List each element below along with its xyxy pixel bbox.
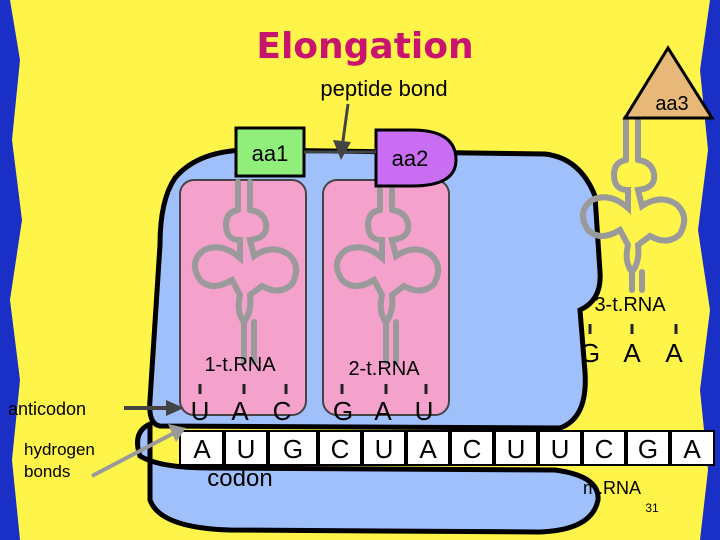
trna-3-label: 3-t.RNA [594, 294, 666, 316]
mrna-label: m.RNA [583, 478, 641, 498]
mrna-dividers [222, 431, 672, 465]
peptide-bond-arrow [340, 103, 350, 149]
mrna-base-7: C [463, 434, 482, 464]
hydrogen-bonds-arrow [91, 430, 177, 478]
slide-number: 31 [645, 501, 659, 515]
trna-1-anticodon-1: U [191, 396, 210, 426]
mrna-base-4: C [331, 434, 350, 464]
trna-1-label: 1-t.RNA [204, 354, 276, 376]
mrna-base-12: A [683, 434, 701, 464]
mrna-base-5: U [375, 434, 394, 464]
aa3-triangle [622, 45, 715, 120]
peptide-bond-label: peptide bond [320, 76, 447, 101]
trna-1-anticodon-2: A [231, 396, 249, 426]
trna-1-site [179, 179, 307, 416]
slide-title: Elongation [256, 26, 473, 67]
mrna-base-2: U [237, 434, 256, 464]
mrna-base-6: A [419, 434, 437, 464]
trna-1-anticodon-3: C [273, 396, 292, 426]
anticodon-ticks [198, 324, 678, 394]
trna-2-structure [333, 187, 442, 365]
trna-3-anticodon-1: G [580, 338, 600, 368]
trna-3-anticodon-3: A [665, 338, 683, 368]
codon-label: codon [207, 465, 272, 492]
mrna-strand [179, 430, 715, 466]
trna-2-anticodon-3: U [415, 396, 434, 426]
trna-3-structure [579, 115, 688, 293]
anticodon-arrowhead [166, 400, 184, 416]
mrna-base-10: C [595, 434, 614, 464]
hydrogen-bonds-label-line2: bonds [24, 462, 70, 481]
aa2-label: aa2 [392, 146, 429, 171]
aa3-label: aa3 [655, 93, 688, 115]
mrna-base-8: U [507, 434, 526, 464]
mrna-base-3: G [283, 434, 303, 464]
trna-1-structure [191, 179, 300, 365]
slide-left-edge [0, 0, 22, 540]
hydrogen-bonds-label-line1: hydrogen [24, 440, 95, 459]
mrna-base-1: A [193, 434, 211, 464]
mrna-base-9: U [551, 434, 570, 464]
ribosome-small-subunit [135, 420, 601, 535]
peptide-bond-arrowhead [333, 140, 351, 160]
trna-2-label: 2-t.RNA [348, 358, 420, 380]
mrna-base-11: G [638, 434, 658, 464]
aa2-shape [374, 128, 458, 188]
trna-2-anticodon-1: G [333, 396, 353, 426]
hydrogen-bonds-arrowhead [168, 424, 186, 442]
aa1-label: aa1 [252, 141, 289, 166]
trna-2-anticodon-2: A [374, 396, 392, 426]
trna-3-anticodon-2: A [623, 338, 641, 368]
slide-right-edge [698, 0, 720, 540]
anticodon-label: anticodon [8, 399, 86, 419]
